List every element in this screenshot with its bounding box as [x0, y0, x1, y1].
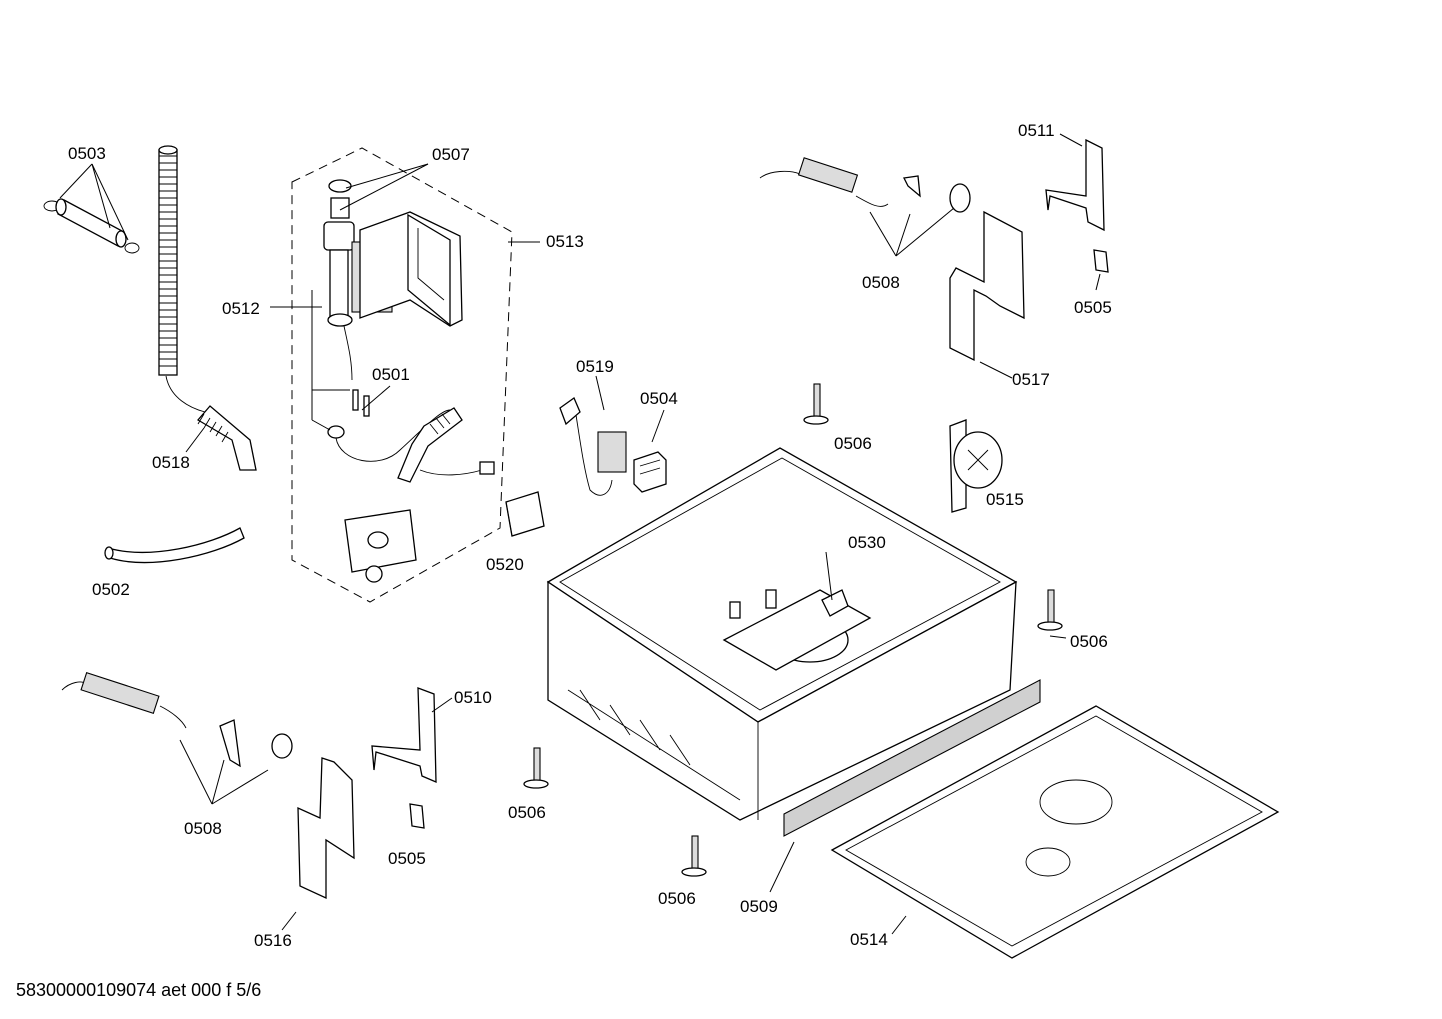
valve-assembly-group-outline — [291, 147, 513, 603]
label-0506-c: 0506 — [508, 803, 546, 822]
part-0503-clamp-tube — [43, 198, 140, 254]
label-0507: 0507 — [432, 145, 470, 164]
label-0516: 0516 — [254, 931, 292, 950]
label-0506-d: 0506 — [658, 889, 696, 908]
part-0518-corrugated-drain-hose — [158, 145, 257, 471]
part-0504-connector-block — [633, 451, 667, 493]
label-0512: 0512 — [222, 299, 260, 318]
part-0505-clip-top — [1093, 249, 1109, 273]
part-0502-hose — [104, 527, 245, 564]
part-0511-hinge-bracket — [1045, 138, 1105, 232]
part-0506-screw-b — [1037, 589, 1063, 631]
part-0516-hinge-plate — [297, 757, 355, 900]
label-0505-bottom: 0505 — [388, 849, 426, 868]
part-0517-hinge-plate — [949, 210, 1025, 362]
part-0506-screw-c — [523, 747, 549, 789]
part-0508-spring-top — [759, 157, 971, 213]
label-0502: 0502 — [92, 580, 130, 599]
label-0501: 0501 — [372, 365, 410, 384]
base-tub — [546, 447, 1018, 821]
part-0501-connectors — [327, 389, 495, 583]
label-0510: 0510 — [454, 688, 492, 707]
part-0506-screw-d — [681, 835, 707, 877]
label-0515: 0515 — [986, 490, 1024, 509]
label-0530: 0530 — [848, 533, 886, 552]
part-0505-clip-bottom — [409, 803, 425, 829]
label-0519: 0519 — [576, 357, 614, 376]
label-0520: 0520 — [486, 555, 524, 574]
part-0514-base-plate — [830, 705, 1280, 959]
document-id: 58300000109074 aet 000 f 5/6 — [16, 980, 262, 1000]
label-0508-bottom: 0508 — [184, 819, 222, 838]
label-0509: 0509 — [740, 897, 778, 916]
part-0515-pump — [949, 419, 1003, 513]
part-0507-inlet-housing — [359, 211, 463, 327]
part-0520-cover — [505, 491, 545, 537]
label-0505-top: 0505 — [1074, 298, 1112, 317]
part-0508-spring-bottom — [61, 672, 293, 768]
label-0503: 0503 — [68, 144, 106, 163]
part-0510-hinge-bracket — [371, 687, 437, 783]
label-0506-b: 0506 — [1070, 632, 1108, 651]
label-0517: 0517 — [1012, 370, 1050, 389]
part-0519-cable — [559, 397, 627, 496]
part-0509-strip — [783, 679, 1041, 837]
label-0511: 0511 — [1018, 121, 1055, 140]
label-0506-a: 0506 — [834, 434, 872, 453]
label-0508-top: 0508 — [862, 273, 900, 292]
label-0514: 0514 — [850, 930, 888, 949]
label-0518: 0518 — [152, 453, 190, 472]
part-0506-screw-a — [803, 383, 829, 425]
label-0513: 0513 — [546, 232, 584, 251]
label-0504: 0504 — [640, 389, 678, 408]
